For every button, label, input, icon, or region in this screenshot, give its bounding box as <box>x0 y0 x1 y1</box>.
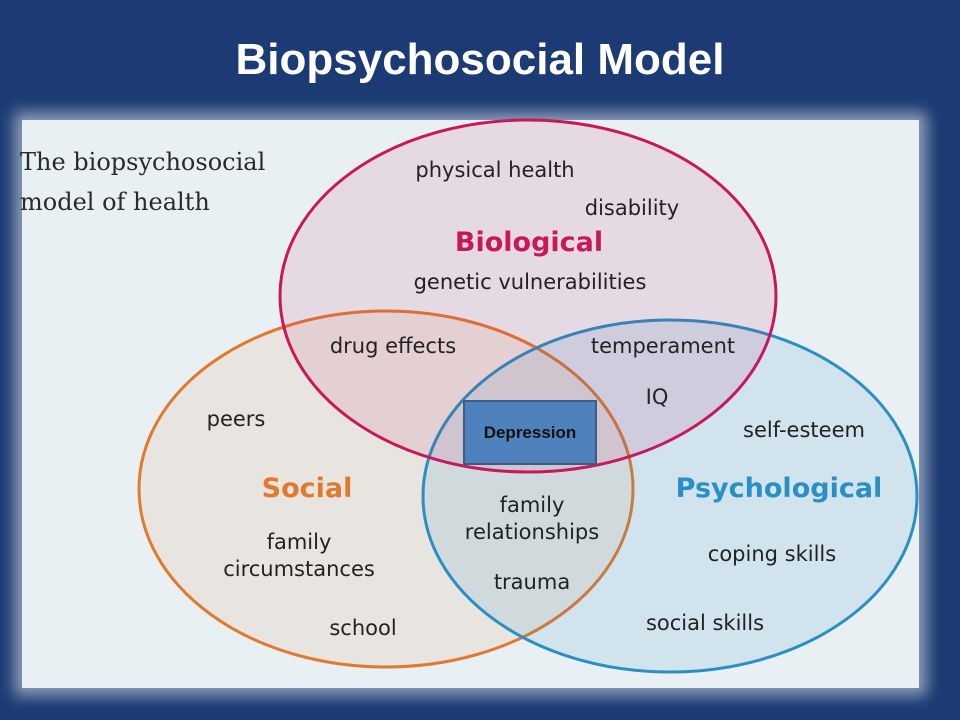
social-item-school: school <box>329 616 396 640</box>
social-item-circumstances: circumstances <box>223 557 375 581</box>
psych-item-social-skills: social skills <box>646 611 764 635</box>
depression-box: Depression <box>463 400 597 465</box>
bio-item-genetic-vulnerabilities: genetic vulnerabilities <box>414 270 647 294</box>
social-item-family: family <box>267 530 332 554</box>
overlap-drug-effects: drug effects <box>330 334 456 358</box>
bio-item-disability: disability <box>585 196 679 220</box>
biological-circle <box>278 118 778 474</box>
social-label: Social <box>262 473 353 504</box>
overlap-relationships: relationships <box>465 520 599 544</box>
overlap-family: family <box>500 493 565 517</box>
social-item-peers: peers <box>207 407 266 431</box>
psychological-label: Psychological <box>676 473 883 504</box>
caption-line-1: The biopsychosocial <box>20 148 265 176</box>
slide-title: Biopsychosocial Model <box>235 35 725 84</box>
overlap-temperament: temperament <box>591 334 735 358</box>
overlap-iq: IQ <box>646 385 669 409</box>
caption-line-2: model of health <box>20 188 210 216</box>
biological-label: Biological <box>455 227 603 258</box>
psych-item-self-esteem: self-esteem <box>743 418 865 442</box>
overlap-trauma: trauma <box>494 570 570 594</box>
psych-item-coping-skills: coping skills <box>708 542 836 566</box>
depression-label: Depression <box>483 422 577 442</box>
bio-item-physical-health: physical health <box>415 158 574 182</box>
